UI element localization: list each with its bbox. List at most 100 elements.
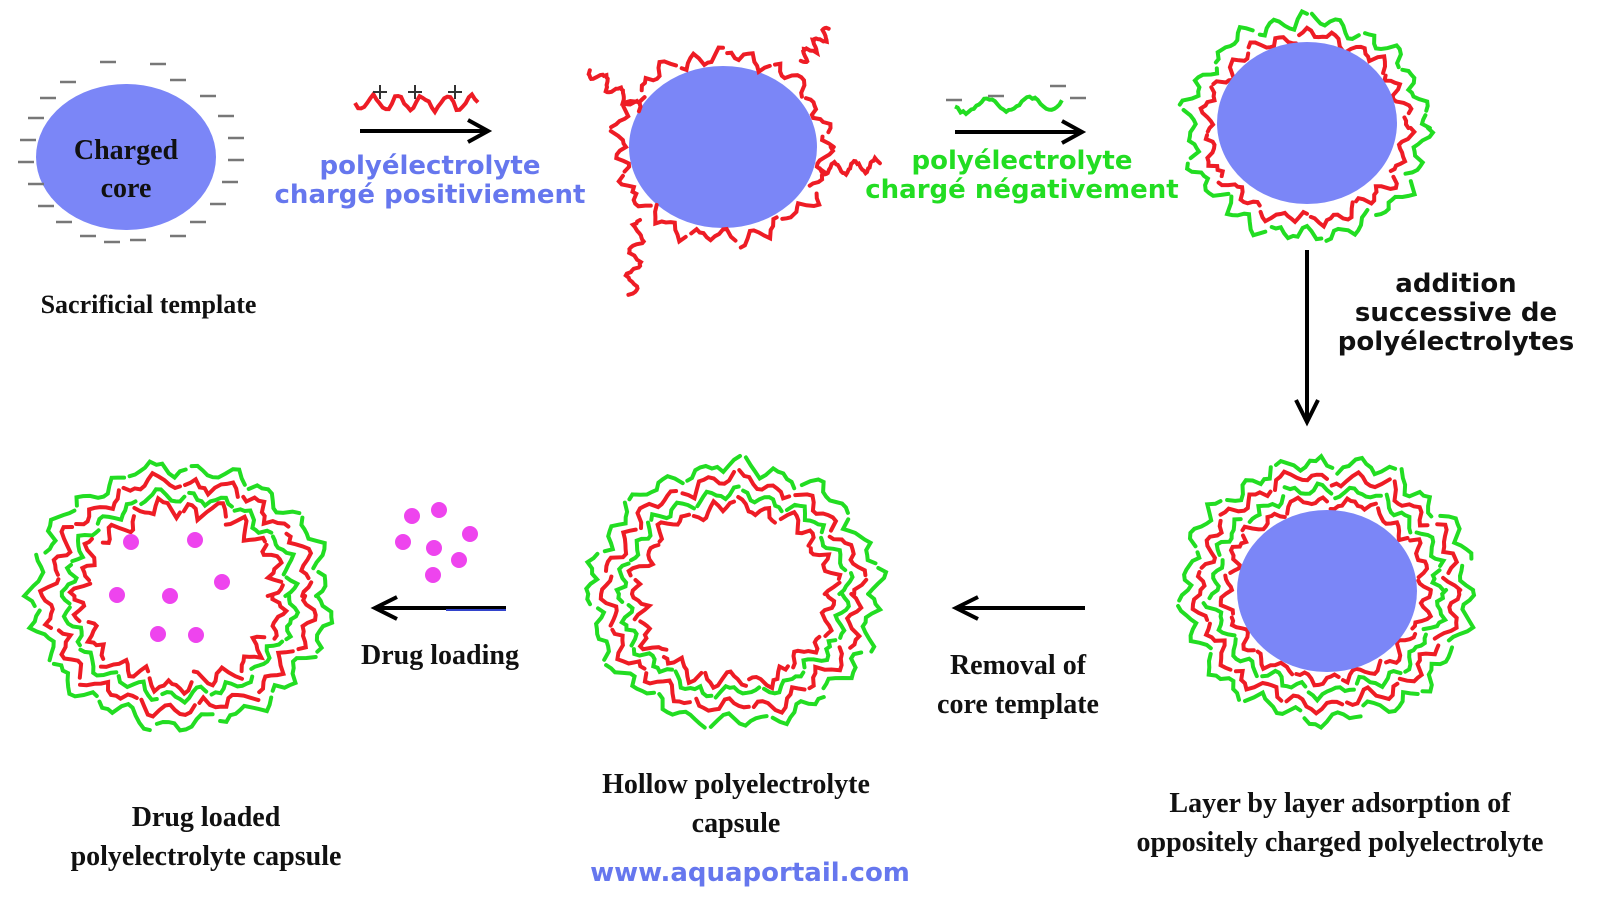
- negative-chain-icon: [1333, 485, 1383, 501]
- positive-chain-icon: [1397, 643, 1441, 684]
- positive-chain-icon: [1198, 85, 1217, 134]
- negative-polyelectrolyte-label: polyélectrolyte chargé négativement: [832, 146, 1212, 205]
- positive-chain-icon: [100, 514, 136, 545]
- negative-chain-icon: [187, 490, 234, 509]
- negative-chain-icon: [1361, 689, 1420, 715]
- drug-molecule-icon: [123, 534, 139, 550]
- positive-chain-icon: [1218, 573, 1235, 616]
- positive-chain-icon: [1341, 658, 1383, 686]
- negative-chain-icon: [1420, 645, 1454, 694]
- negative-chain-icon: [1403, 126, 1436, 176]
- negative-chain-icon: [1306, 685, 1356, 704]
- negative-chain-icon: [232, 507, 274, 536]
- negative-chain-icon: [21, 552, 46, 608]
- negative-chain-icon: [246, 483, 302, 516]
- drug-loaded-line-2: polyelectrolyte capsule: [70, 841, 342, 872]
- negative-chain-icon: [614, 561, 631, 604]
- negative-chain-icon: [1213, 24, 1255, 65]
- positive-chain-icon: [725, 50, 772, 76]
- positive-chain-icon: [1246, 35, 1298, 50]
- positive-chain-icon: [844, 592, 864, 650]
- positive-chain-icon: [751, 684, 807, 716]
- negative-chain-icon: [593, 606, 611, 662]
- negative-label-line-2: chargé négativement: [865, 175, 1179, 205]
- positive-chain-icon: [1392, 479, 1430, 528]
- positive-chain-icon: [808, 546, 843, 581]
- positive-chain-icon: [260, 542, 284, 584]
- positive-chain-icon: [51, 525, 75, 577]
- positive-chain-icon: [1255, 649, 1295, 677]
- negative-chain-icon: [627, 474, 685, 502]
- positive-chain-icon: [1273, 469, 1329, 492]
- negative-chain-icon: [837, 571, 855, 596]
- negative-chain-icon: [59, 562, 79, 606]
- negative-chain-icon: [1309, 11, 1361, 41]
- negative-chain-icon: [127, 459, 188, 481]
- negative-chain-icon: [1176, 604, 1213, 651]
- charged-core-icon: [1217, 42, 1397, 204]
- positive-chain-icon: [639, 59, 678, 93]
- positive-chain-icon: [610, 627, 647, 671]
- negative-chain-icon: [314, 594, 335, 654]
- drug-loading-step: [370, 502, 506, 621]
- drug-loading-label: Drug loading: [361, 640, 519, 671]
- negative-chain-icon: [741, 488, 784, 514]
- positive-chain-icon: [691, 498, 736, 523]
- negative-chain-icon: [1438, 513, 1474, 561]
- negative-chain-icon: [770, 695, 826, 727]
- positive-chain-icon: [241, 494, 291, 529]
- drug-molecule-icon: [150, 626, 166, 642]
- negative-chain-icon: [1187, 499, 1223, 549]
- successive-line-1: addition: [1395, 269, 1517, 299]
- positive-chain-icon: [661, 654, 704, 686]
- negative-chain-icon: [833, 592, 851, 640]
- negative-chain-icon: [95, 499, 138, 526]
- negative-chain-icon: [1247, 494, 1286, 524]
- negative-chain-icon: [51, 661, 99, 699]
- negative-chain-icon: [860, 592, 884, 654]
- negative-chain-icon: [283, 575, 301, 598]
- negative-chain-icon: [657, 692, 707, 730]
- positive-chain-icon: [79, 537, 97, 583]
- drug-molecule-icon: [162, 588, 178, 604]
- positive-chain-icon: [296, 594, 318, 652]
- negative-chain-icon: [26, 608, 56, 663]
- positive-chain-icon: [1203, 133, 1226, 179]
- positive-chain-icon: [1384, 632, 1418, 666]
- step-negative-group: [946, 84, 1087, 145]
- drug-molecule-icon: [425, 567, 441, 583]
- positive-chain-icon: [1328, 495, 1378, 513]
- negative-chain-icon: [604, 663, 656, 696]
- negative-chain-icon: [799, 477, 850, 515]
- drug-molecule-icon: [404, 508, 420, 524]
- positive-chain-icon: [1297, 25, 1345, 53]
- negative-chain-icon: [1399, 467, 1434, 519]
- positive-chain-icon: [1218, 489, 1273, 517]
- positive-chain-icon: [778, 509, 816, 548]
- positive-chain-icon: [1402, 115, 1411, 130]
- positive-chain-icon: [1284, 693, 1345, 716]
- hollow-line-1: Hollow polyelectrolyte: [602, 769, 870, 800]
- removal-label: Removal of core template: [908, 646, 1128, 724]
- positive-polyelectrolyte-label: polyélectrolyte chargé positiviement: [240, 151, 620, 210]
- positive-chain-icon: [181, 501, 228, 524]
- successive-line-2: successive de: [1354, 298, 1558, 328]
- drug-molecule-icon: [426, 540, 442, 556]
- negative-chain-icon: [1269, 223, 1324, 242]
- positive-chain-icon: [1416, 578, 1433, 592]
- positive-chain-icon: [608, 129, 632, 174]
- positive-chain-icon: [604, 527, 638, 573]
- positive-chain-icon: [637, 619, 669, 652]
- negative-chain-icon: [154, 712, 215, 733]
- positive-chain-icon: [1203, 621, 1233, 672]
- drug-loaded-label: Drug loaded polyelectrolyte capsule: [36, 798, 376, 876]
- negative-chain-icon: [70, 528, 101, 564]
- positive-chain-icon: [817, 154, 882, 178]
- arrowhead-icon: [951, 595, 979, 621]
- negative-chain-icon: [629, 520, 653, 563]
- negative-chain-icon: [270, 655, 318, 693]
- positive-chain-icon: [852, 577, 869, 596]
- positive-chain-icon: [1441, 575, 1463, 592]
